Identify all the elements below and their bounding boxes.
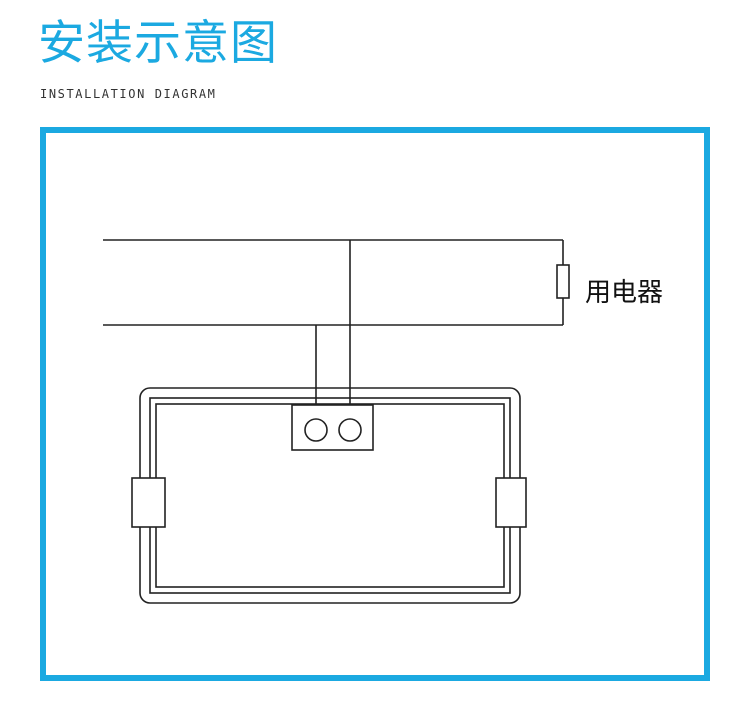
load-resistor-symbol [556,264,570,299]
terminal-screw-right [338,418,362,442]
diagram-frame [40,127,710,681]
mounting-clip-right [495,477,527,528]
terminal-screw-left [304,418,328,442]
page-title: 安装示意图 [38,16,278,71]
mounting-clip-left [131,477,166,528]
load-label: 用电器 [585,278,663,308]
page-subtitle: INSTALLATION DIAGRAM [40,87,217,101]
